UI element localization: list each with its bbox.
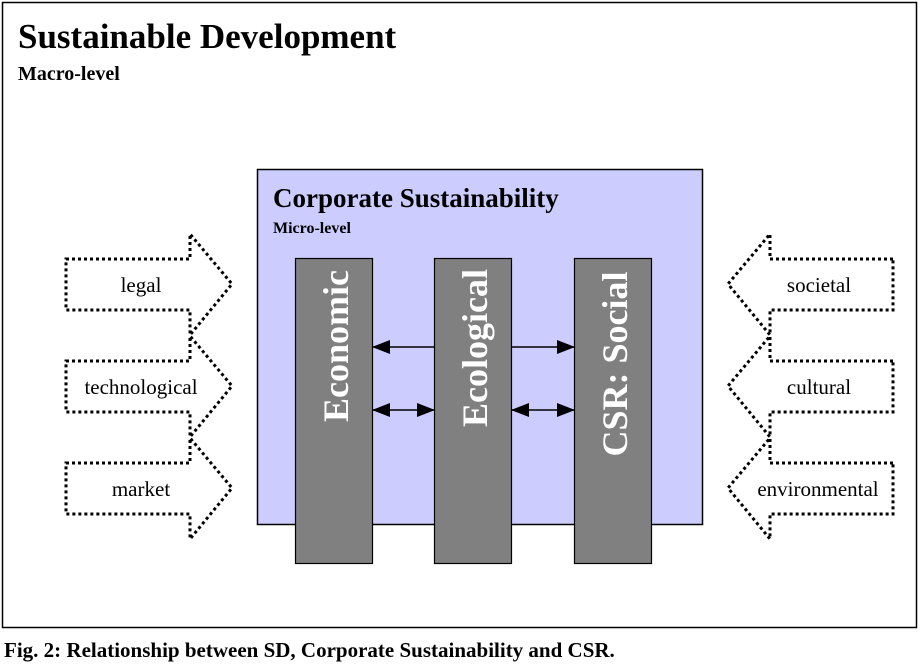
cs-title: Corporate Sustainability xyxy=(273,183,559,213)
pillar-label: Economic xyxy=(316,270,356,422)
sd-title: Sustainable Development xyxy=(18,17,397,56)
driver-label: market xyxy=(112,477,170,501)
pillar-social: CSR: Social xyxy=(573,257,653,565)
sd-subtitle: Macro-level xyxy=(18,63,120,85)
driver-arrow-technological: technological xyxy=(64,331,234,442)
pillar-label: CSR: Social xyxy=(595,271,635,456)
driver-label: environmental xyxy=(757,477,878,501)
pillar-label: Ecological xyxy=(455,269,495,427)
driver-arrow-societal: societal xyxy=(726,229,895,340)
driver-arrow-environmental: environmental xyxy=(726,433,895,544)
driver-label: cultural xyxy=(787,375,851,399)
driver-label: technological xyxy=(84,375,197,399)
driver-label: societal xyxy=(787,273,851,297)
figure-caption: Fig. 2: Relationship between SD, Corpora… xyxy=(4,638,615,662)
driver-arrow-legal: legal xyxy=(64,229,234,340)
driver-arrow-market: market xyxy=(64,433,234,544)
pillar-ecological: Ecological xyxy=(433,257,513,565)
pillar-economic: Economic xyxy=(294,257,374,565)
driver-arrow-cultural: cultural xyxy=(726,331,895,442)
cs-subtitle: Micro-level xyxy=(273,220,351,237)
driver-label: legal xyxy=(121,273,162,297)
